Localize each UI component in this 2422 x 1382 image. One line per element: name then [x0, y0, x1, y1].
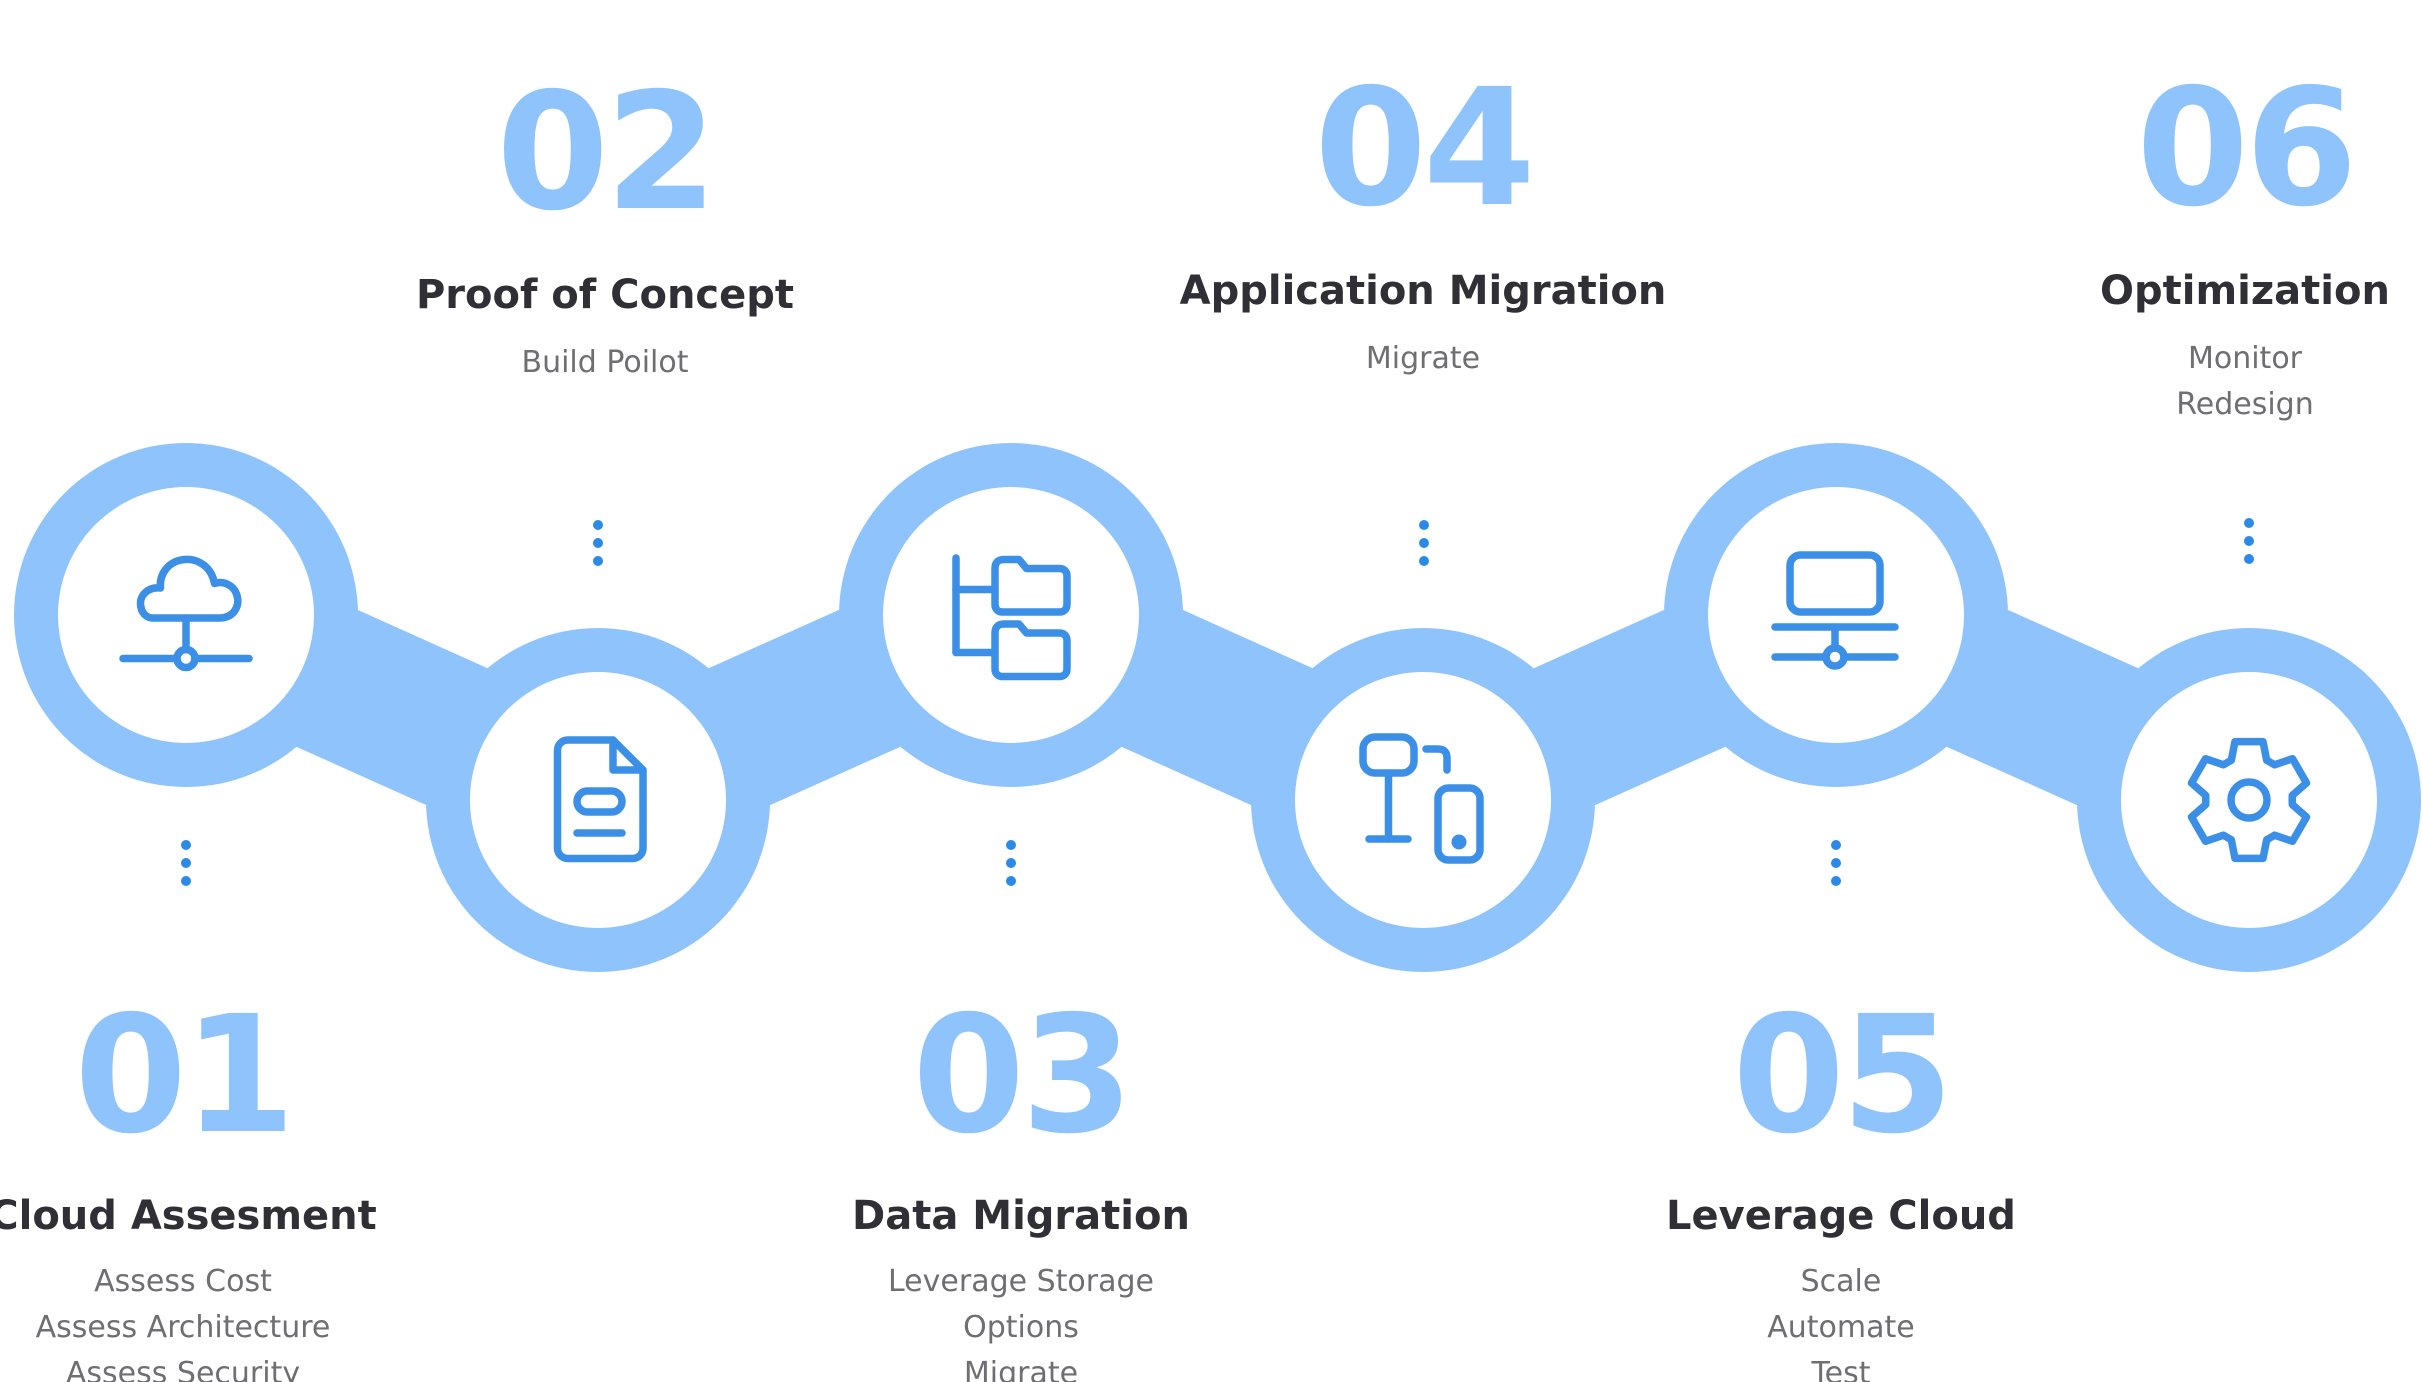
- step-number: 01: [74, 982, 295, 1170]
- step-items: Scale Automate Test: [1561, 1259, 2121, 1382]
- step-03: 03 Data Migration Leverage Storage Optio…: [741, 995, 1301, 1382]
- step-number: 05: [1732, 982, 1953, 1170]
- step-title: Leverage Cloud: [1666, 1193, 2016, 1239]
- document-icon: [553, 736, 647, 863]
- step-title: Cloud Assesment: [0, 1193, 377, 1239]
- step-title: Data Migration: [852, 1193, 1190, 1239]
- step-item: Automate: [1767, 1310, 1915, 1345]
- step-item: Monitor: [2187, 341, 2303, 376]
- chain-ring-inner: [470, 672, 726, 928]
- cloud-network-icon: [119, 555, 253, 672]
- step-number: 02: [496, 59, 717, 247]
- step-items: Leverage Storage Options Migrate: [741, 1259, 1301, 1382]
- step-items: Migrate: [1143, 336, 1703, 382]
- dotted-connector: [1419, 520, 1429, 574]
- step-06: 06 Optimization Monitor Redesign: [1965, 68, 2422, 428]
- step-item: Scale: [1800, 1264, 1882, 1299]
- step-number: 06: [2136, 55, 2357, 243]
- gear-icon: [2187, 737, 2311, 863]
- step-item: Leverage Storage: [888, 1264, 1154, 1299]
- dotted-connector: [1831, 840, 1841, 894]
- step-item: Assess Security: [65, 1356, 301, 1382]
- step-item: Migrate: [963, 1356, 1079, 1382]
- server-network-icon: [1771, 551, 1899, 670]
- step-item: Options: [963, 1310, 1079, 1345]
- step-items: Build Poilot: [325, 340, 885, 386]
- step-items: Assess Cost Assess Architecture Assess S…: [0, 1259, 463, 1382]
- step-items: Monitor Redesign: [1965, 336, 2422, 428]
- step-04: 04 Application Migration Migrate: [1143, 68, 1703, 382]
- step-number: 03: [912, 982, 1133, 1170]
- step-title: Proof of Concept: [415, 272, 795, 318]
- dotted-connector: [2244, 518, 2254, 572]
- device-transfer-icon: [1359, 733, 1484, 864]
- step-item: Migrate: [1365, 341, 1481, 376]
- step-number: 04: [1314, 55, 1535, 243]
- dotted-connector: [181, 840, 191, 894]
- step-02: 02 Proof of Concept Build Poilot: [325, 72, 885, 386]
- folder-tree-icon: [952, 554, 1071, 681]
- step-title: Application Migration: [1179, 268, 1667, 314]
- step-item: Redesign: [2176, 387, 2314, 422]
- step-05: 05 Leverage Cloud Scale Automate Test: [1561, 995, 2121, 1382]
- chain-ring-inner: [1295, 672, 1551, 928]
- step-item: Assess Cost: [94, 1264, 272, 1299]
- step-item: Build Poilot: [521, 345, 689, 380]
- step-01: 01 Cloud Assesment Assess Cost Assess Ar…: [0, 995, 463, 1382]
- dotted-connector: [593, 520, 603, 574]
- step-item: Test: [1811, 1356, 1871, 1382]
- chain-ring-inner: [2121, 672, 2377, 928]
- step-item: Assess Architecture: [35, 1310, 331, 1345]
- step-title: Optimization: [2100, 268, 2390, 314]
- dotted-connector: [1006, 840, 1016, 894]
